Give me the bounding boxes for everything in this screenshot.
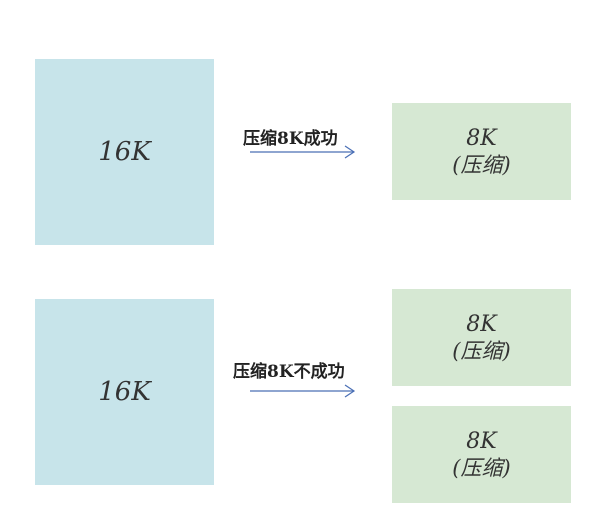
result-block-bottom-2-note: (压缩) [452,456,511,481]
result-block-bottom-1: 8K (压缩) [392,289,571,386]
source-block-top: 16K [35,59,214,245]
result-block-top-note: (压缩) [452,153,511,178]
result-block-top: 8K (压缩) [392,103,571,200]
result-block-top-size: 8K [466,125,497,151]
arrow-right-icon-top [250,145,356,159]
arrow-right-icon-bottom [250,384,356,398]
source-block-top-label: 16K [98,136,151,167]
source-block-bottom-label: 16K [98,376,151,407]
arrow-label-bottom: 压缩8K不成功 [233,362,345,382]
source-block-bottom: 16K [35,299,214,485]
result-block-bottom-2-size: 8K [466,428,497,454]
result-block-bottom-1-note: (压缩) [452,339,511,364]
result-block-bottom-2: 8K (压缩) [392,406,571,503]
arrow-label-top: 压缩8K成功 [243,129,338,149]
result-block-bottom-1-size: 8K [466,311,497,337]
